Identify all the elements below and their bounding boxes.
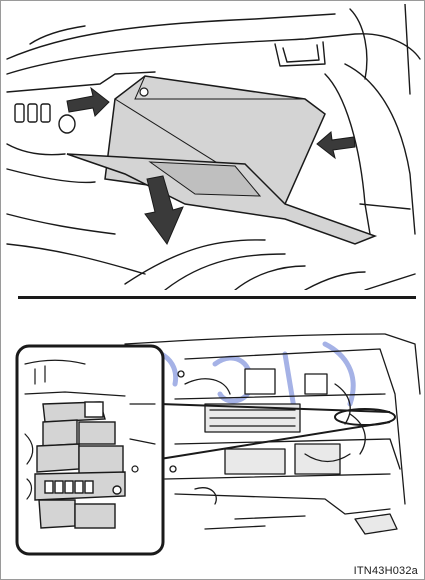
relay-box-drawing [5,304,422,566]
push-arrow-left-icon [67,88,109,116]
figure-code: ITN43H032a [354,565,418,577]
glove-box-drawing [5,4,422,290]
push-arrow-right-icon [317,132,355,158]
glove-box-illustration [5,4,422,290]
relay-box-illustration [5,304,422,566]
section-divider [18,296,416,299]
